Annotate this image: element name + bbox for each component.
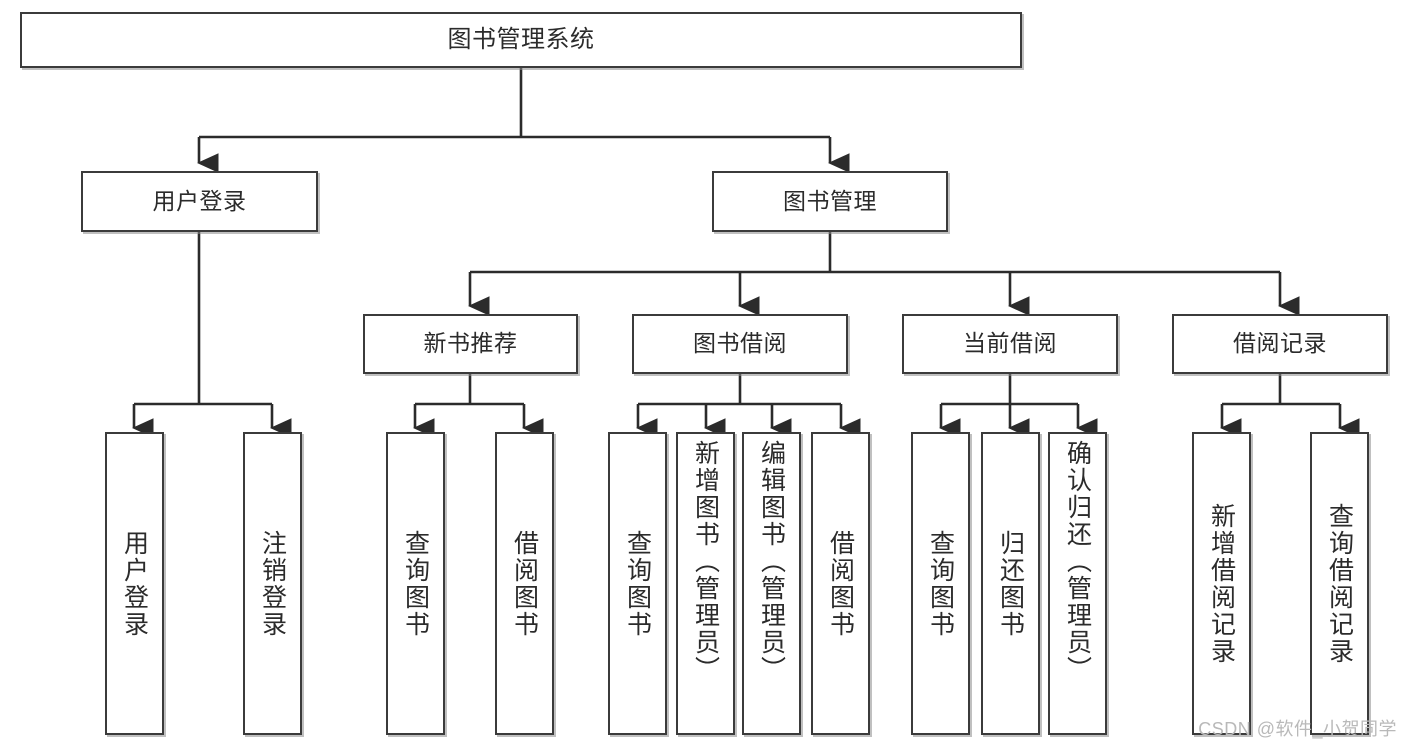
leaf-borrow-book[interactable]: 借阅图书 — [811, 432, 870, 735]
leaf-query-book-borrow[interactable]: 查询图书 — [608, 432, 667, 735]
node-book-borrow[interactable]: 图书借阅 — [632, 314, 848, 374]
node-user-login[interactable]: 用户登录 — [81, 171, 318, 232]
node-label: 确认归还（管理员） — [1063, 440, 1092, 683]
watermark-text: CSDN @软件_小贺同学 — [1198, 719, 1397, 739]
node-book-management-system[interactable]: 图书管理系统 — [20, 12, 1022, 68]
node-current-borrow[interactable]: 当前借阅 — [902, 314, 1118, 374]
leaf-add-borrow-record[interactable]: 新增借阅记录 — [1192, 432, 1251, 735]
node-label: 查询图书 — [623, 529, 652, 638]
node-book-management[interactable]: 图书管理 — [712, 171, 948, 232]
leaf-query-book-current[interactable]: 查询图书 — [911, 432, 970, 735]
node-label: 查询借阅记录 — [1325, 502, 1354, 665]
node-label: 用户登录 — [152, 187, 247, 214]
node-label: 用户登录 — [120, 529, 149, 638]
leaf-query-book-recommend[interactable]: 查询图书 — [386, 432, 445, 735]
leaf-confirm-return-admin[interactable]: 确认归还（管理员） — [1048, 432, 1107, 735]
node-label: 新书推荐 — [423, 330, 518, 357]
node-borrow-record[interactable]: 借阅记录 — [1172, 314, 1388, 374]
leaf-query-borrow-record[interactable]: 查询借阅记录 — [1310, 432, 1369, 735]
leaf-borrow-book-recommend[interactable]: 借阅图书 — [495, 432, 554, 735]
node-label: 借阅记录 — [1233, 330, 1327, 357]
leaf-logout-login[interactable]: 注销登录 — [243, 432, 302, 735]
node-label: 新增图书（管理员） — [691, 440, 720, 683]
leaf-add-book-admin[interactable]: 新增图书（管理员） — [676, 432, 735, 735]
node-label: 借阅图书 — [826, 529, 855, 638]
node-label: 归还图书 — [996, 529, 1025, 638]
leaf-user-login[interactable]: 用户登录 — [105, 432, 164, 735]
leaf-return-book[interactable]: 归还图书 — [981, 432, 1040, 735]
node-label: 图书管理 — [783, 187, 877, 214]
node-new-book-recommend[interactable]: 新书推荐 — [363, 314, 578, 374]
node-label: 编辑图书（管理员） — [757, 440, 786, 683]
node-label: 查询图书 — [926, 529, 955, 638]
node-label: 图书管理系统 — [447, 25, 595, 53]
node-label: 新增借阅记录 — [1207, 502, 1236, 665]
node-label: 图书借阅 — [693, 330, 787, 357]
node-label: 查询图书 — [401, 529, 430, 638]
node-label: 注销登录 — [258, 529, 287, 638]
node-label: 当前借阅 — [963, 330, 1057, 357]
leaf-edit-book-admin[interactable]: 编辑图书（管理员） — [742, 432, 801, 735]
node-label: 借阅图书 — [510, 529, 539, 638]
